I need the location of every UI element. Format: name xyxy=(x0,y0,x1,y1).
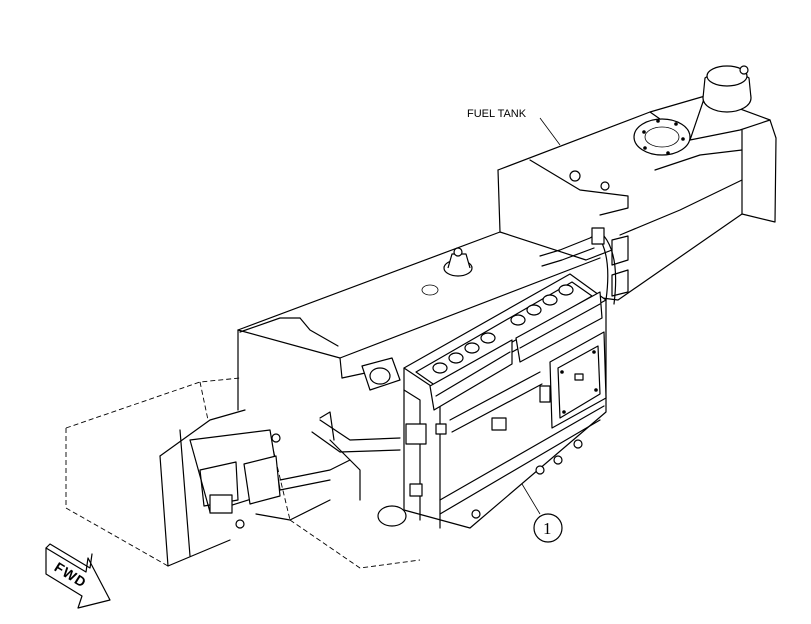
forward-direction-arrow: FWD xyxy=(45,543,111,609)
fuel-gauge-flange xyxy=(633,118,691,156)
fuel-cap xyxy=(702,65,752,113)
callout-1: 1 xyxy=(521,483,563,543)
engine-control-module xyxy=(403,273,607,529)
step-box xyxy=(65,329,421,569)
fuel-tank-label: FUEL TANK xyxy=(467,108,527,120)
callout-1-number: 1 xyxy=(543,519,552,538)
frame-rail xyxy=(237,231,613,379)
callout-1-leader xyxy=(521,483,541,515)
connector-bracket xyxy=(189,429,351,529)
connector-ports xyxy=(432,284,574,374)
fuel-tank-leader xyxy=(539,117,561,146)
wiring-harness xyxy=(311,227,617,527)
breather-valve xyxy=(421,247,473,296)
fuel-tank xyxy=(497,65,777,301)
callout-1-circle xyxy=(533,513,563,543)
